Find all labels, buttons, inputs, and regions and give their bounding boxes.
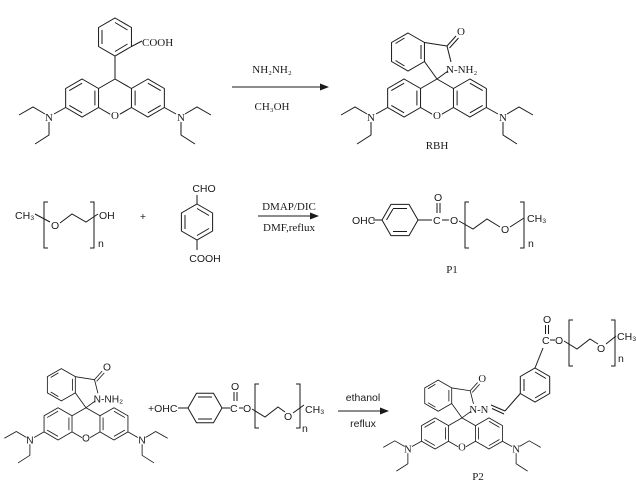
- reagent-ethanol: ethanol: [346, 392, 380, 404]
- ch3-group: CH₃: [305, 404, 324, 416]
- atom-n-left: N: [367, 112, 375, 124]
- atom-o: O: [111, 110, 119, 122]
- plus-ohc-group: +OHC: [148, 403, 178, 415]
- reaction-arrow-3: ethanol reflux: [338, 392, 389, 430]
- carbonyl-o: O: [434, 192, 442, 204]
- p1-reactant: +OHC C O O O CH₃ n: [148, 381, 324, 435]
- mpeg-oh: CH₃ O OH n: [15, 201, 115, 250]
- carbonyl-o: O: [231, 381, 239, 393]
- product-label-rbh: RBH: [426, 140, 449, 152]
- atom-o: O: [82, 434, 90, 445]
- ester-o: O: [555, 335, 563, 347]
- product-label-p1: P1: [446, 264, 458, 276]
- 4-formylbenzoic-acid: CHO COOH: [180, 183, 221, 265]
- atom-n-left: N: [404, 444, 412, 455]
- conditions-dmf-reflux: DMF,reflux: [263, 222, 315, 234]
- atom-n-left: N: [26, 435, 33, 446]
- conditions-reflux: reflux: [350, 418, 376, 430]
- rhodamine-b: O N N COOH: [18, 17, 212, 145]
- ester-o: O: [450, 215, 458, 227]
- atom-n-right: N: [512, 444, 520, 455]
- rbh-product: O N N N-NH₂ O RBH: [340, 26, 534, 152]
- rbh-reactant: O N N N-NH₂ O: [3, 362, 169, 464]
- ch3-group: CH₃: [15, 210, 34, 222]
- repeat-n: n: [98, 238, 104, 250]
- solvent-methanol: CH₃OH: [254, 101, 289, 113]
- ch3-group: CH₃: [617, 331, 636, 343]
- atom-o: O: [433, 110, 441, 122]
- atom-n-right: N: [138, 435, 145, 446]
- hydrazide-n-nh2: N-NH₂: [446, 64, 477, 76]
- carbonyl-o: O: [543, 314, 551, 326]
- atom-n-right: N: [177, 112, 185, 124]
- cho-group: CHO: [192, 183, 215, 195]
- ch3-group: CH₃: [527, 213, 546, 225]
- cooh-group: COOH: [142, 37, 173, 49]
- repeat-n: n: [528, 238, 534, 250]
- reagent-hydrazine: NH₂NH₂: [252, 64, 292, 76]
- ether-o: O: [51, 220, 59, 232]
- reaction-arrow-1: NH₂NH₂ CH₃OH: [232, 64, 329, 113]
- ester-c: C: [542, 335, 550, 347]
- carbonyl-o: O: [478, 374, 486, 385]
- ester-o: O: [243, 403, 251, 415]
- reaction-arrow-2: DMAP/DIC DMF,reflux: [258, 201, 319, 234]
- ohc-group: OHC: [352, 215, 376, 227]
- repeat-n: n: [302, 423, 308, 435]
- atom-n-left: N: [45, 112, 53, 124]
- cooh-group: COOH: [189, 253, 221, 265]
- reagent-dmap-dic: DMAP/DIC: [262, 201, 316, 213]
- hydrazone-n-n: N-N: [469, 405, 488, 416]
- repeat-n: n: [618, 353, 624, 365]
- ether-o: O: [501, 224, 509, 236]
- ester-c: C: [433, 215, 441, 227]
- p2-product: O N N N-N O C O O O CH₃ n P2: [382, 314, 636, 483]
- atom-n-right: N: [499, 112, 507, 124]
- atom-o: O: [458, 443, 466, 454]
- product-label-p2: P2: [472, 471, 484, 483]
- carbonyl-o: O: [457, 26, 465, 38]
- hydrazide-n-nh2: N-NH₂: [94, 395, 123, 406]
- carbonyl-o: O: [103, 362, 111, 373]
- p1-product: OHC C O O O CH₃ n P1: [352, 192, 546, 276]
- ester-c: C: [230, 403, 238, 415]
- ether-o: O: [597, 343, 605, 355]
- ether-o: O: [284, 411, 292, 423]
- oh-group: OH: [99, 210, 115, 222]
- plus-sign: +: [140, 211, 146, 223]
